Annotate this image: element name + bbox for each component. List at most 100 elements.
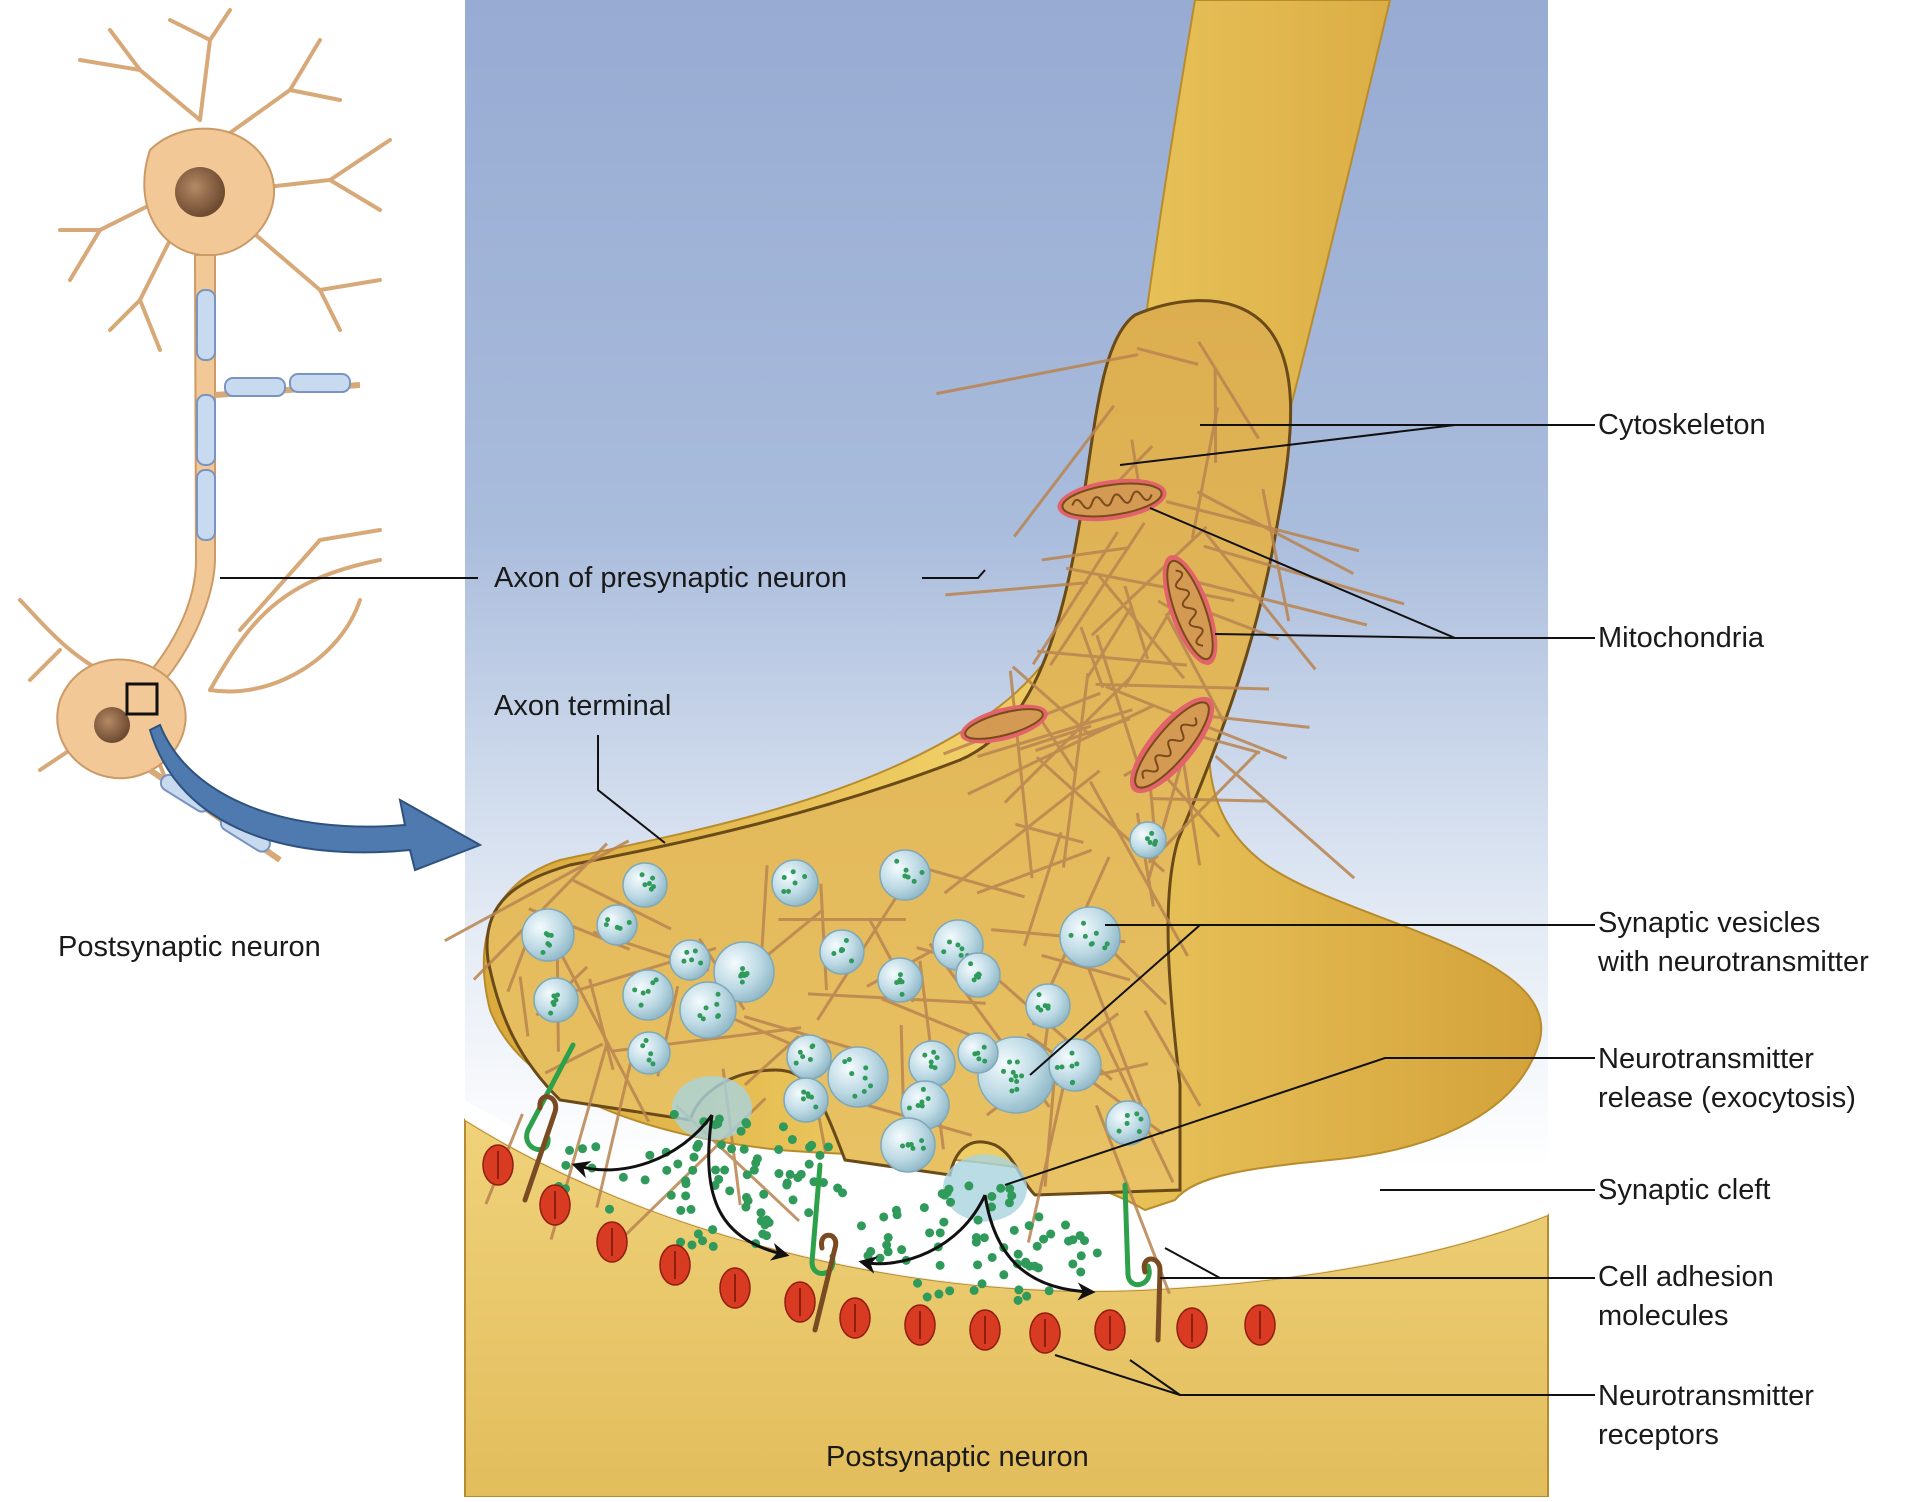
neurotransmitter-molecule: [1068, 1235, 1077, 1244]
neurotransmitter-molecule: [645, 1151, 654, 1160]
neurotransmitter-molecule: [709, 1242, 718, 1251]
neurotransmitter-molecule: [711, 1165, 720, 1174]
label-neurotransmitter-release: Neurotransmitter release (exocytosis): [1598, 1040, 1856, 1118]
neurotransmitter-molecule: [565, 1146, 574, 1155]
label-neurotransmitter-receptors-line1: Neurotransmitter: [1598, 1377, 1814, 1416]
neurotransmitter-receptor: [1095, 1310, 1125, 1350]
synaptic-vesicle: [772, 860, 818, 906]
neurotransmitter-molecule: [988, 1253, 997, 1262]
neurotransmitter-receptor: [720, 1268, 750, 1308]
label-neurotransmitter-release-line1: Neurotransmitter: [1598, 1040, 1856, 1079]
synaptic-vesicle: [958, 1033, 998, 1073]
zoom-arrow: [150, 725, 480, 870]
neurotransmitter-molecule: [1034, 1263, 1043, 1272]
neurotransmitter-molecule: [681, 1191, 690, 1200]
neurotransmitter-molecule: [805, 1160, 814, 1169]
neurotransmitter-molecule: [946, 1198, 955, 1207]
neurotransmitter-molecule: [999, 1270, 1008, 1279]
neurotransmitter-molecule: [692, 1143, 701, 1152]
neurotransmitter-molecule: [824, 1142, 833, 1151]
neurotransmitter-molecule: [1061, 1221, 1070, 1230]
neurotransmitter-molecule: [815, 1151, 824, 1160]
synaptic-vesicle: [909, 1041, 955, 1087]
neurotransmitter-molecule: [980, 1233, 989, 1242]
neurotransmitter-molecule: [1080, 1236, 1089, 1245]
label-cytoskeleton: Cytoskeleton: [1598, 406, 1766, 445]
neurotransmitter-molecule: [720, 1166, 729, 1175]
synaptic-vesicle: [880, 850, 930, 900]
neurotransmitter-molecule: [676, 1206, 685, 1215]
synaptic-vesicle: [522, 909, 574, 961]
neurotransmitter-molecule: [759, 1190, 768, 1199]
presynaptic-neuron-thumbnail: [20, 10, 390, 860]
neurotransmitter-molecule: [974, 1216, 983, 1225]
synaptic-vesicle: [784, 1078, 828, 1122]
neurotransmitter-molecule: [774, 1169, 783, 1178]
neurotransmitter-molecule: [923, 1292, 932, 1301]
neurotransmitter-molecule: [641, 1175, 650, 1184]
neurotransmitter-molecule: [1045, 1286, 1054, 1295]
neurotransmitter-receptor: [483, 1145, 513, 1185]
neurotransmitter-receptor: [785, 1282, 815, 1322]
neurotransmitter-molecule: [1022, 1292, 1031, 1301]
neurotransmitter-molecule: [762, 1231, 771, 1240]
label-synaptic-cleft: Synaptic cleft: [1598, 1171, 1770, 1210]
neurotransmitter-molecule: [882, 1241, 891, 1250]
neurotransmitter-molecule: [879, 1212, 888, 1221]
neurotransmitter-molecule: [936, 1228, 945, 1237]
neurotransmitter-molecule: [698, 1236, 707, 1245]
neurotransmitter-molecule: [1025, 1221, 1034, 1230]
neurotransmitter-receptor: [540, 1185, 570, 1225]
neurotransmitter-molecule: [561, 1161, 570, 1170]
neurotransmitter-molecule: [1068, 1259, 1077, 1268]
neurotransmitter-molecule: [670, 1110, 679, 1119]
synaptic-vesicle: [597, 905, 637, 945]
neurotransmitter-molecule: [673, 1159, 682, 1168]
neurotransmitter-receptor: [840, 1298, 870, 1338]
neurotransmitter-molecule: [897, 1245, 906, 1254]
label-postsynaptic-neuron-left: Postsynaptic neuron: [58, 928, 321, 967]
synaptic-vesicle: [534, 978, 578, 1022]
label-cell-adhesion-line1: Cell adhesion: [1598, 1258, 1774, 1297]
synaptic-vesicle: [1026, 984, 1070, 1028]
neurotransmitter-receptor: [1177, 1308, 1207, 1348]
neurotransmitter-molecule: [717, 1140, 726, 1149]
neurotransmitter-receptor: [660, 1245, 690, 1285]
neurotransmitter-molecule: [578, 1144, 587, 1153]
neurotransmitter-molecule: [797, 1170, 806, 1179]
neurotransmitter-molecule: [936, 1261, 945, 1270]
neurotransmitter-molecule: [875, 1254, 884, 1263]
label-neurotransmitter-receptors-line2: receptors: [1598, 1416, 1814, 1455]
neurotransmitter-molecule: [774, 1145, 783, 1154]
neurotransmitter-molecule: [744, 1196, 753, 1205]
neurotransmitter-receptor: [597, 1222, 627, 1262]
neurotransmitter-molecule: [1077, 1251, 1086, 1260]
synaptic-vesicle: [623, 863, 667, 907]
label-synaptic-vesicles-line2: with neurotransmitter: [1598, 943, 1869, 982]
neurotransmitter-molecule: [945, 1286, 954, 1295]
neurotransmitter-molecule: [893, 1210, 902, 1219]
neurotransmitter-molecule: [970, 1286, 979, 1295]
neurotransmitter-molecule: [619, 1173, 628, 1182]
neurotransmitter-molecule: [687, 1240, 696, 1249]
neurotransmitter-molecule: [788, 1135, 797, 1144]
synaptic-vesicle: [628, 1032, 670, 1074]
synaptic-vesicle: [1130, 822, 1166, 858]
cytoskeleton-filament: [901, 1025, 903, 1099]
neurotransmitter-molecule: [833, 1184, 842, 1193]
synaptic-vesicle: [1049, 1039, 1101, 1091]
neurotransmitter-molecule: [1014, 1296, 1023, 1305]
neurotransmitter-molecule: [789, 1195, 798, 1204]
synaptic-vesicle: [878, 958, 922, 1002]
neurotransmitter-molecule: [779, 1122, 788, 1131]
label-neurotransmitter-release-line2: release (exocytosis): [1598, 1079, 1856, 1118]
neurotransmitter-molecule: [591, 1142, 600, 1151]
neurotransmitter-molecule: [996, 1184, 1005, 1193]
neurotransmitter-molecule: [715, 1114, 724, 1123]
neurotransmitter-molecule: [1033, 1242, 1042, 1251]
label-mitochondria: Mitochondria: [1598, 619, 1764, 658]
neurotransmitter-molecule: [708, 1225, 717, 1234]
exocytosis-vesicle: [943, 1154, 1027, 1221]
neurotransmitter-molecule: [938, 1189, 947, 1198]
